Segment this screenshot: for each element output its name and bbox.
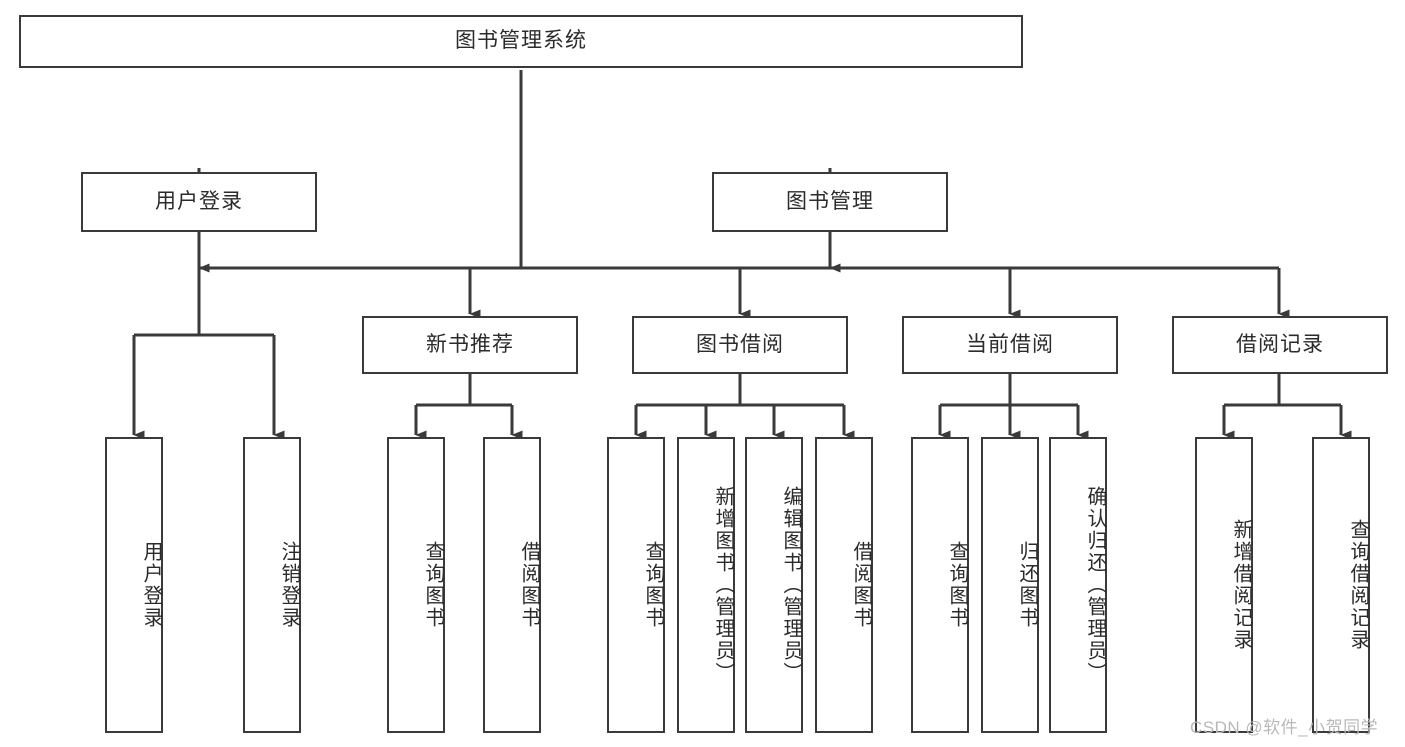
- node-new-book-recommend-label: 新书推荐: [426, 332, 514, 356]
- leaf-borrow-book-1[interactable]: 借阅图书: [483, 437, 541, 733]
- node-root[interactable]: 图书管理系统: [19, 15, 1023, 68]
- leaf-borrow-book-2-label: 借阅图书: [850, 541, 872, 629]
- leaf-query-book-2-label: 查询图书: [642, 541, 664, 629]
- node-root-label: 图书管理系统: [455, 29, 587, 53]
- node-book-borrow[interactable]: 图书借阅: [632, 316, 848, 374]
- node-current-borrow[interactable]: 当前借阅: [902, 316, 1118, 374]
- leaf-edit-book-label: 编辑图书（管理员）: [780, 486, 802, 684]
- leaf-borrow-book-1-label: 借阅图书: [518, 541, 540, 629]
- node-user-login[interactable]: 用户登录: [81, 172, 317, 232]
- leaf-confirm-return-label: 确认归还（管理员）: [1084, 486, 1106, 684]
- node-book-borrow-label: 图书借阅: [696, 332, 784, 356]
- leaf-add-book[interactable]: 新增图书（管理员）: [677, 437, 735, 733]
- leaf-query-book-2[interactable]: 查询图书: [607, 437, 665, 733]
- leaf-confirm-return[interactable]: 确认归还（管理员）: [1049, 437, 1107, 733]
- leaf-query-book-3[interactable]: 查询图书: [911, 437, 969, 733]
- leaf-logout-label: 注销登录: [278, 541, 300, 629]
- node-book-manage[interactable]: 图书管理: [712, 172, 948, 232]
- leaf-logout[interactable]: 注销登录: [243, 437, 301, 733]
- node-user-login-label: 用户登录: [155, 189, 243, 213]
- leaf-query-book-1[interactable]: 查询图书: [387, 437, 445, 733]
- leaf-edit-book[interactable]: 编辑图书（管理员）: [745, 437, 803, 733]
- leaf-query-book-3-label: 查询图书: [946, 541, 968, 629]
- leaf-user-login-label: 用户登录: [140, 541, 162, 629]
- leaf-user-login[interactable]: 用户登录: [105, 437, 163, 733]
- leaf-query-record-label: 查询借阅记录: [1347, 519, 1369, 651]
- leaf-add-record-label: 新增借阅记录: [1230, 519, 1252, 651]
- leaf-add-book-label: 新增图书（管理员）: [712, 486, 734, 684]
- leaf-query-book-1-label: 查询图书: [422, 541, 444, 629]
- leaf-return-book-label: 归还图书: [1016, 541, 1038, 629]
- node-new-book-recommend[interactable]: 新书推荐: [362, 316, 578, 374]
- node-current-borrow-label: 当前借阅: [966, 332, 1054, 356]
- node-borrow-record-label: 借阅记录: [1236, 332, 1324, 356]
- leaf-add-record[interactable]: 新增借阅记录: [1195, 437, 1253, 733]
- leaf-query-record[interactable]: 查询借阅记录: [1312, 437, 1370, 733]
- leaf-return-book[interactable]: 归还图书: [981, 437, 1039, 733]
- node-book-manage-label: 图书管理: [786, 189, 874, 213]
- node-borrow-record[interactable]: 借阅记录: [1172, 316, 1388, 374]
- leaf-borrow-book-2[interactable]: 借阅图书: [815, 437, 873, 733]
